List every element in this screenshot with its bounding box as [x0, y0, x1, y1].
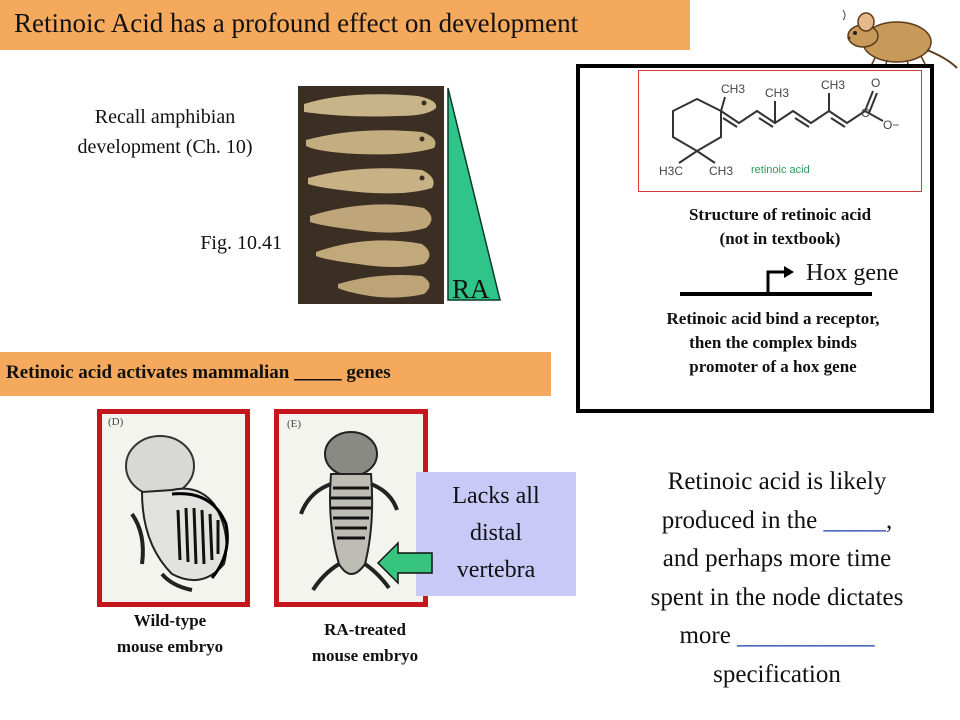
tadpole-series-photo — [298, 86, 444, 304]
ra-gradient-wedge — [447, 87, 501, 301]
section-banner — [0, 352, 551, 396]
mechanism-line-3: promoter of a hox gene — [689, 357, 857, 376]
hypothesis-line-2-prefix: produced in the — [661, 506, 824, 534]
recall-line-2: development (Ch. 10) — [77, 136, 253, 158]
structure-figure-label: retinoic acid — [751, 164, 810, 176]
wild-type-embryo-panel — [97, 409, 250, 607]
callout-text: Lacks all distal vertebra — [416, 478, 576, 589]
molecule-diagram: CH3 CH3 CH3 H3C CH3 C O O− retinoic acid — [659, 76, 899, 178]
ra-treated-caption-line-1: RA-treated — [324, 620, 406, 639]
hypothesis-line-5-prefix: more — [679, 622, 738, 649]
section-prefix: Retinoic acid activates mammalian — [6, 362, 295, 383]
group-ch3-3: CH3 — [821, 78, 845, 92]
callout-line-2: distal — [470, 520, 522, 546]
mechanism-line-1: Retinoic acid bind a receptor, — [666, 309, 880, 328]
receptor-mechanism-text: Retinoic acid bind a receptor, then the … — [608, 307, 938, 379]
retinoic-acid-structure: CH3 CH3 CH3 H3C CH3 C O O− retinoic acid — [638, 70, 922, 192]
ra-treated-caption: RA-treated mouse embryo — [282, 617, 448, 669]
group-ch3-2: CH3 — [765, 86, 789, 100]
structure-caption-line-1: Structure of retinoic acid — [688, 205, 872, 224]
hypothesis-line-3: and perhaps more time — [662, 545, 892, 572]
hypothesis-line-6: specification — [713, 660, 841, 688]
hypothesis-line-2-suffix: , — [886, 506, 893, 534]
hox-gene-label: Hox gene — [806, 260, 899, 286]
group-o: O — [871, 76, 880, 90]
callout-line-1: Lacks all — [452, 483, 540, 509]
hypothesis-blank-2: ___________ — [737, 622, 875, 649]
wild-type-caption: Wild-type mouse embryo — [100, 608, 240, 660]
section-blank: _____ — [294, 362, 342, 383]
wild-type-panel-tag: (D) — [108, 416, 124, 428]
recall-caption: Recall amphibian development (Ch. 10) — [40, 102, 290, 162]
group-h3c: H3C — [659, 164, 683, 178]
callout-box — [416, 472, 576, 596]
group-ch3-4: CH3 — [709, 164, 733, 178]
ra-gradient-label: RA — [452, 274, 490, 304]
hox-promoter-diagram — [680, 266, 872, 296]
hypothesis-line-2: produced in the _____, — [604, 502, 950, 541]
group-c: C — [861, 106, 870, 120]
hypothesis-line-1: Retinoic acid is likely — [667, 468, 887, 495]
hypothesis-blank-1: _____ — [823, 506, 887, 534]
group-o-minus: O− — [883, 118, 899, 132]
slide-title: Retinoic Acid has a profound effect on d… — [14, 8, 579, 38]
promoter-arrow-icon — [784, 266, 794, 278]
structure-caption-line-2: (not in textbook) — [719, 229, 841, 248]
title-banner — [0, 0, 690, 50]
ra-treated-panel-tag: (E) — [287, 418, 302, 430]
wild-type-embryo-image — [102, 414, 245, 602]
section-suffix: genes — [341, 362, 391, 383]
wild-type-caption-line-2: mouse embryo — [116, 637, 224, 656]
wild-type-caption-line-1: Wild-type — [133, 611, 207, 630]
recall-line-1: Recall amphibian — [94, 106, 236, 128]
hypothesis-line-4: spent in the node dictates — [650, 583, 904, 611]
mouse-illustration — [842, 9, 958, 69]
group-ch3-1: CH3 — [721, 82, 745, 96]
section-heading: Retinoic acid activates mammalian _____ … — [6, 362, 391, 384]
hypothesis-line-5: more ___________ — [604, 617, 950, 656]
structure-caption: Structure of retinoic acid (not in textb… — [630, 203, 930, 251]
mechanism-line-2: then the complex binds — [689, 333, 857, 352]
ra-treated-caption-line-2: mouse embryo — [311, 646, 419, 665]
left-arrow-icon — [376, 541, 433, 585]
callout-line-3: vertebra — [456, 557, 536, 583]
hypothesis-paragraph: Retinoic acid is likely produced in the … — [604, 463, 950, 694]
figure-reference: Fig. 10.41 — [200, 232, 282, 254]
